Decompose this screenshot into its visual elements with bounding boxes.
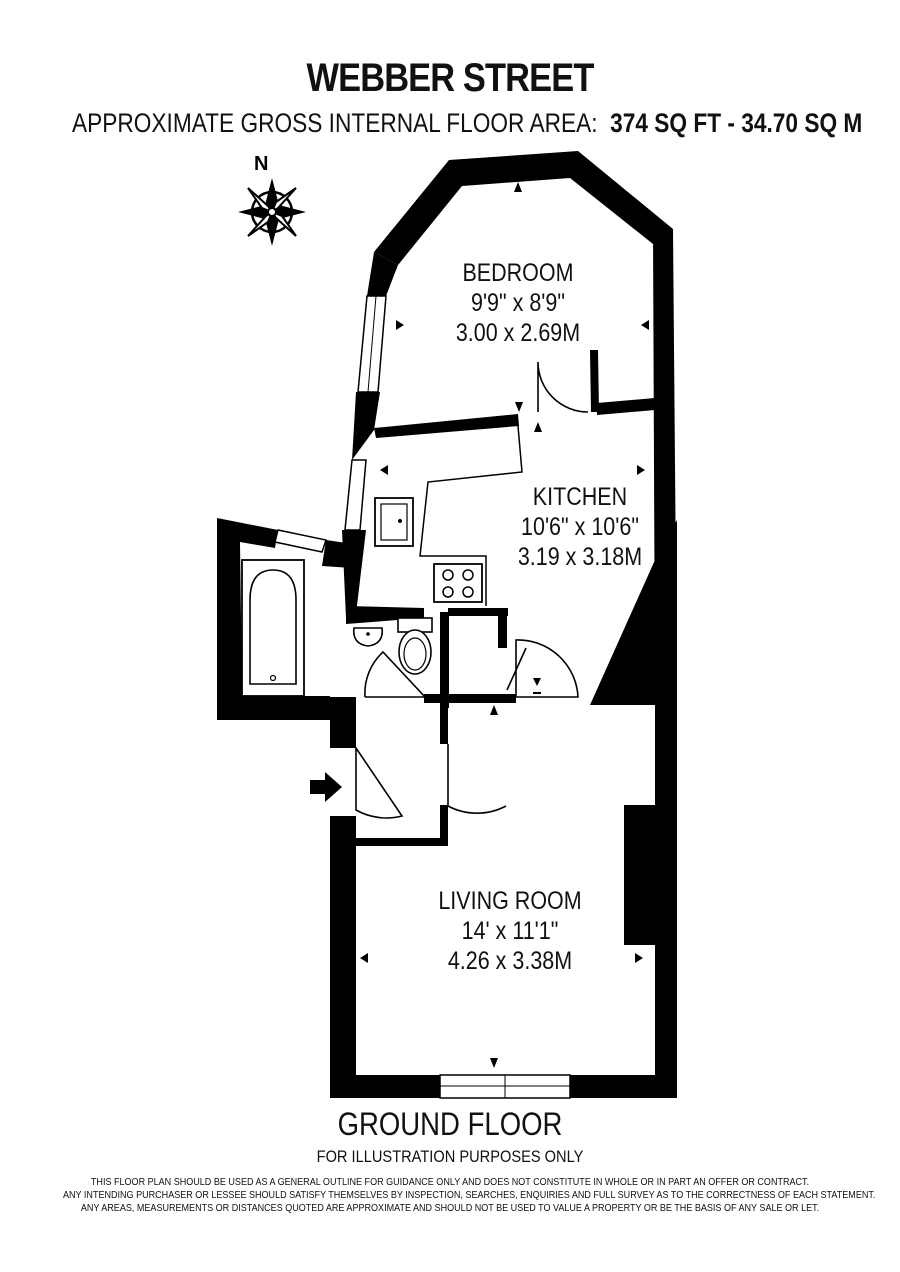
plan-title: WEBBER STREET	[306, 56, 595, 100]
room-bedroom-metric: 3.00 x 2.69M	[455, 319, 581, 347]
wall-bedroom-west-mid	[352, 392, 380, 460]
wall-bathroom-outer	[217, 518, 330, 720]
hob-icon	[433, 563, 483, 603]
disclaimer-line: THIS FLOOR PLAN SHOULD BE USED AS A GENE…	[90, 1176, 810, 1188]
door-kitchen-leaf	[506, 647, 527, 691]
room-living-metric: 4.26 x 3.38M	[447, 947, 573, 975]
wall-kitchen-south	[448, 608, 508, 616]
floor-area-line: APPROXIMATE GROSS INTERNAL FLOOR AREA: 3…	[72, 108, 862, 139]
toilet-icon	[397, 617, 433, 675]
wall-bedroom-kitchen	[374, 414, 519, 438]
wall-kitchen-corner	[590, 520, 677, 705]
door-bathroom	[364, 650, 427, 698]
windows	[274, 295, 571, 1099]
wall-kitchen-door-jamb	[498, 612, 507, 648]
room-kitchen-metric: 3.19 x 3.18M	[517, 543, 643, 571]
room-living-imperial: 14' x 11'1"	[461, 917, 559, 945]
compass-rose-icon	[238, 178, 306, 246]
floor-area-sqft: 374 SQ FT	[610, 108, 722, 138]
entrance-arrow-icon	[310, 772, 342, 802]
washbasin-icon	[352, 627, 384, 647]
compass-north-label: N	[254, 153, 268, 175]
room-kitchen-imperial: 10'6" x 10'6"	[521, 513, 639, 541]
room-bedroom: BEDROOM 9'9" x 8'9" 3.00 x 2.69M	[432, 258, 604, 348]
floor-area-separator: -	[727, 108, 735, 138]
disclaimer-line: ANY AREAS, MEASUREMENTS OR DISTANCES QUO…	[80, 1202, 820, 1214]
room-kitchen-name: KITCHEN	[532, 483, 628, 511]
chimney-breast	[624, 805, 655, 945]
wall-hall-stub	[440, 700, 448, 744]
room-bedroom-name: BEDROOM	[462, 259, 574, 287]
room-kitchen: KITCHEN 10'6" x 10'6" 3.19 x 3.18M	[494, 482, 666, 572]
door-living	[447, 744, 507, 814]
wall-hall-north	[424, 694, 516, 703]
kitchen-sink-icon	[374, 497, 414, 547]
doors	[355, 361, 589, 819]
door-entrance	[355, 745, 404, 819]
window-kitchen	[344, 459, 367, 531]
door-bedroom	[537, 361, 589, 413]
floor-area-sqm: 34.70 SQ M	[741, 108, 863, 138]
room-living-name: LIVING ROOM	[438, 887, 582, 915]
wall-bedroom-west-top	[367, 252, 398, 296]
floor-label: GROUND FLOOR	[337, 1106, 563, 1142]
wall-entrance-north	[330, 697, 356, 748]
door-kitchen	[515, 639, 579, 698]
measurement-markers	[360, 182, 649, 1068]
wall-bedroom-cupboard-side	[590, 350, 599, 412]
floor-area-label: APPROXIMATE GROSS INTERNAL FLOOR AREA:	[72, 108, 598, 138]
window-bathroom	[274, 529, 327, 553]
wall-hall-inner	[440, 805, 448, 845]
room-bedroom-imperial: 9'9" x 8'9"	[470, 289, 566, 317]
wall-bedroom-top	[374, 151, 673, 265]
wall-hall-south	[356, 838, 448, 846]
bathtub-icon	[241, 559, 305, 697]
illustration-note: FOR ILLUSTRATION PURPOSES ONLY	[316, 1147, 584, 1166]
wall-bathroom-north	[322, 540, 360, 568]
walls	[217, 151, 677, 1098]
disclaimer-line: ANY INTENDING PURCHASER OR LESSEE SHOULD…	[63, 1189, 876, 1201]
wall-wc-east	[440, 612, 449, 708]
kitchen-worktop	[419, 425, 523, 606]
room-living: LIVING ROOM 14' x 11'1" 4.26 x 3.38M	[424, 886, 596, 976]
wall-living-east-south	[570, 700, 677, 1098]
wall-living-west-south	[330, 816, 440, 1098]
wall-bedroom-cupboard	[597, 398, 655, 415]
